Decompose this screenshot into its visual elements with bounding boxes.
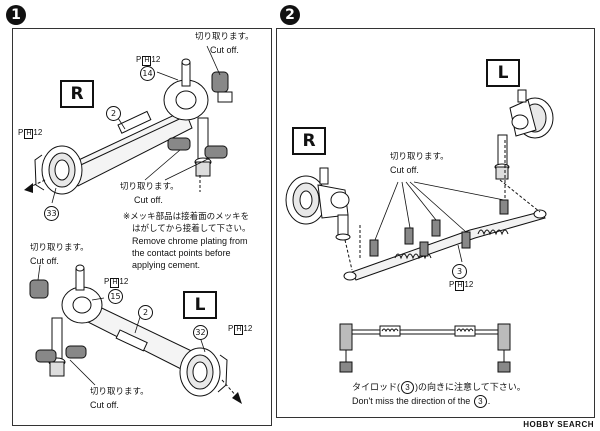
step-2-cut-off-en: Cut off. [390,165,419,175]
watermark: HOBBY SEARCH [523,420,594,429]
step-1-side-l-box: L [183,291,217,319]
tie-rod-note-jp: タイロッド(3)の向きに注意して下さい。 [352,381,526,394]
cut-off-jp-left: 切り取ります。 [30,243,89,253]
callout-32: 32 [193,325,208,340]
step-2-side-r-box: R [292,127,326,155]
step-2-badge: 2 [280,5,300,25]
step-2-side-l-box: L [486,59,520,87]
callout-14: 14 [140,66,155,81]
lower-knuckle-l [29,264,228,397]
step-2-cut-off-jp: 切り取ります。 [390,152,449,162]
cut-off-en-bottom: Cut off. [90,400,119,410]
callout-2-upper: 2 [106,106,121,121]
cut-off-jp-bottom: 切り取ります。 [90,387,149,397]
cut-off-jp-top: 切り取ります。 [195,32,254,42]
upper-knuckle-r [34,58,233,195]
cut-off-en-mid: Cut off. [134,195,163,205]
chrome-note-jp-1: ※メッキ部品は接着面のメッキを [123,212,250,222]
step-1-side-r-box: R [60,80,94,108]
chrome-note-en-2: the contact points before [132,248,231,258]
tie-rod-note-en: Don't miss the direction of the 3. [352,395,491,408]
cut-off-jp-mid: 切り取ります。 [120,182,179,192]
callout-15: 15 [108,289,123,304]
chrome-note-en-3: applying cement. [132,260,201,270]
chrome-note-en-1: Remove chrome plating from [132,236,248,246]
tie-rod-direction-diagram [339,323,511,373]
step-1-badge: 1 [6,5,26,25]
chrome-note-jp-2: はがしてから接着して下さい。 [132,224,251,234]
cut-off-en-top: Cut off. [210,45,239,55]
callout-33: 33 [44,206,59,221]
step-2-callout-3: 3 [452,264,467,279]
cut-off-en-left: Cut off. [30,256,59,266]
callout-2-lower: 2 [138,305,153,320]
